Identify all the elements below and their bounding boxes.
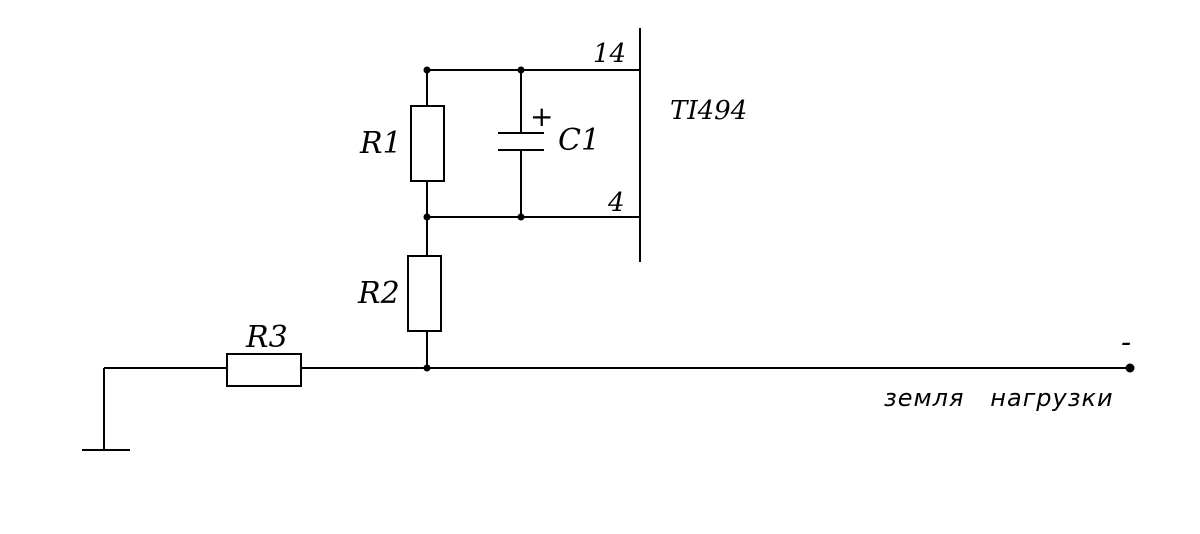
resistor-r1 (410, 105, 445, 182)
pin-14-label: 14 (593, 39, 626, 69)
resistor-r2 (407, 255, 442, 332)
load-ground-caption: земля нагрузки (884, 384, 1114, 412)
load-terminal-dot (1125, 363, 1135, 373)
r2-label: R2 (357, 276, 400, 311)
junction-dot (423, 66, 431, 74)
r3-label: R3 (245, 320, 288, 355)
junction-dot (423, 213, 431, 221)
junction-dot (517, 213, 525, 221)
junction-dot (423, 364, 431, 372)
c1-label: C1 (558, 123, 600, 158)
resistor-r3 (226, 353, 302, 387)
load-minus-sign: - (1121, 325, 1131, 360)
junction-dot (517, 66, 525, 74)
pin-4-label: 4 (607, 188, 625, 218)
r1-label: R1 (359, 126, 402, 161)
chip-name-label: TI494 (670, 96, 747, 126)
c1-polarity-plus: + (530, 100, 553, 133)
